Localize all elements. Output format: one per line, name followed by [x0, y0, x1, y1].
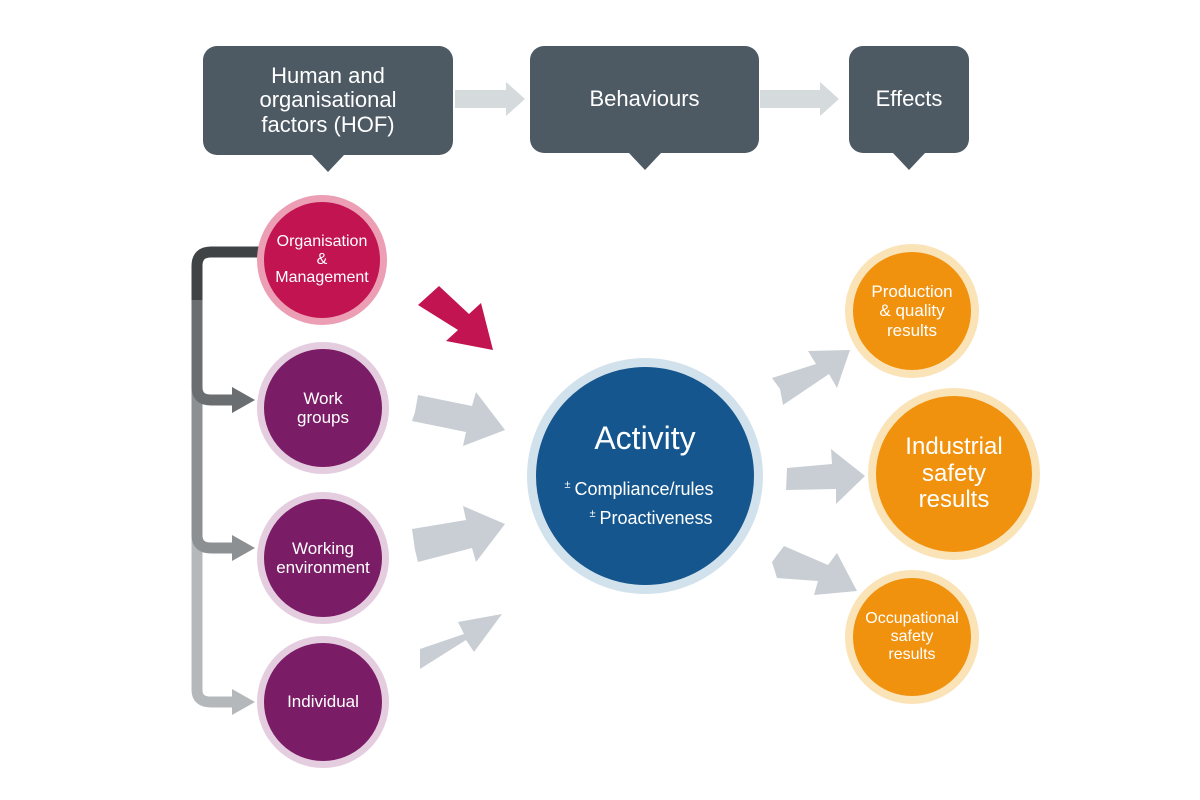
work-groups-label: Work groups [297, 388, 349, 427]
arrow-organisation-to-activity [418, 286, 493, 350]
bracket-individual-head [232, 689, 255, 715]
production-quality-circle: Production & quality results [845, 244, 979, 378]
arrow-activity-to-production [772, 350, 850, 405]
compliance-label: Compliance/rules [574, 478, 714, 499]
plus-minus-symbol: ± [564, 478, 571, 491]
production-quality-label: Production & quality results [871, 281, 953, 340]
effects-box: Effects [849, 46, 969, 170]
bracket-individual [191, 292, 236, 708]
arrow-environment-to-activity [412, 506, 505, 562]
arrow-behaviours-to-effects [760, 82, 839, 116]
arrow-activity-to-industrial [786, 449, 865, 504]
bracket-top [191, 246, 266, 300]
industrial-safety-circle: Industrial safety results [868, 388, 1040, 560]
hof-label: Human and organisational factors (HOF) [259, 62, 397, 137]
behaviours-box: Behaviours [530, 46, 759, 170]
arrow-work-groups-to-activity [412, 392, 505, 446]
behaviours-label: Behaviours [589, 86, 700, 112]
plus-minus-symbol: ± [589, 507, 596, 520]
bracket-environment-head [232, 535, 255, 561]
individual-label: Individual [287, 692, 359, 712]
occupational-safety-label: Occupational safety results [865, 610, 959, 663]
arrow-individual-to-activity [420, 614, 502, 669]
proactiveness-label: Proactiveness [599, 507, 713, 528]
hof-box: Human and organisational factors (HOF) [203, 46, 453, 172]
work-groups-circle: Work groups [257, 342, 389, 474]
organisation-management-circle: Organisation & Management [257, 195, 387, 325]
effects-label: Effects [875, 86, 943, 112]
individual-circle: Individual [257, 636, 389, 768]
working-environment-circle: Working environment [257, 492, 389, 624]
arrow-activity-to-occupational [772, 546, 857, 595]
working-environment-label: Working environment [276, 538, 370, 577]
activity-title: Activity [594, 419, 696, 456]
bracket-work-groups-head [232, 387, 255, 413]
occupational-safety-circle: Occupational safety results [845, 570, 979, 704]
compliance-line: ±Compliance/rules [564, 479, 713, 500]
bracket-work-groups [191, 292, 236, 406]
bracket-environment [191, 292, 236, 554]
proactiveness-line: ±Proactiveness [589, 508, 712, 529]
activity-circle: Activity ±Compliance/rules ±Proactivenes… [527, 358, 763, 594]
industrial-safety-label: Industrial safety results [905, 432, 1003, 514]
organisation-management-label: Organisation & Management [275, 233, 369, 286]
arrow-hof-to-behaviours [455, 82, 525, 116]
